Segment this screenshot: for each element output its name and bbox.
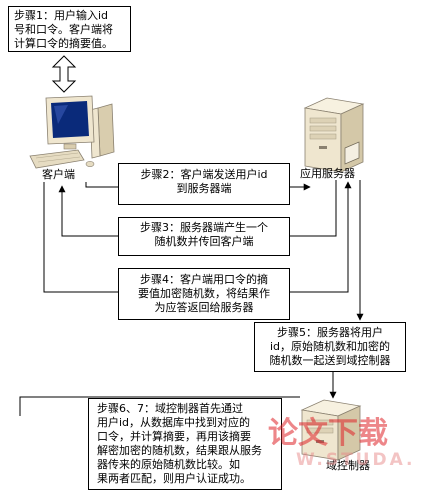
computer-icon [29, 95, 115, 169]
step4-line: 要值加密随机数，将结果作 [138, 287, 270, 300]
step67-line: 果两者匹配，则用户认证成功。 [97, 472, 251, 485]
step67-line: 器传来的原始随机数比较。如 [97, 458, 240, 471]
step2-line: 到服务器端 [176, 182, 232, 195]
step67-line: 用户id，从数据库中找到对应的 [97, 416, 251, 429]
step5-box: 步骤5：服务器将用户 id，原始随机数和加密的 随机数一起送到域控制器 [254, 322, 406, 372]
step1-line: 号和口令。客户端将 [14, 23, 113, 36]
step3-line: 随机数并传回客户端 [154, 235, 254, 248]
step5-line: 随机数一起送到域控制器 [269, 354, 391, 367]
step67-line: 步骤6、7：域控制器首先通过 [97, 402, 243, 415]
server-icon [300, 399, 362, 461]
step4-box: 步骤4：客户端用口令的摘 要值加密随机数，将结果作 为应答返回给服务器 [118, 268, 290, 320]
step2-box: 步骤2：客户端发送用户id 到服务器端 [118, 163, 290, 205]
step1-box: 步骤1：用户输入id 号和口令。客户端将 计算口令的摘要值。 [8, 6, 131, 52]
step1-line: 步骤1：用户输入id [14, 9, 109, 22]
step3-line: 步骤3：服务器端产生一个 [140, 221, 268, 234]
server-icon [303, 97, 365, 173]
step4-line: 步骤4：客户端用口令的摘 [140, 273, 268, 286]
step67-box: 步骤6、7：域控制器首先通过 用户id，从数据库中找到对应的 口令，并计算摘要，… [88, 398, 282, 490]
app-server-label: 应用服务器 [300, 167, 355, 180]
step3-box: 步骤3：服务器端产生一个 随机数并传回客户端 [118, 217, 290, 256]
double-arrow-icon [51, 55, 77, 93]
step67-line: 解密加密的随机数，结果跟从服务 [97, 444, 262, 457]
client-label: 客户端 [42, 168, 75, 181]
step5-line: id，原始随机数和加密的 [269, 340, 391, 353]
step67-line: 口令，并计算摘要，再用该摘要 [97, 430, 251, 443]
step1-line: 计算口令的摘要值。 [14, 37, 113, 50]
step4-line: 为应答返回给服务器 [154, 301, 254, 314]
domain-controller-label: 域控制器 [326, 459, 370, 472]
step5-line: 步骤5：服务器将用户 [277, 326, 383, 339]
bracket-step67 [19, 396, 300, 416]
step2-line: 步骤2：客户端发送用户id [140, 168, 268, 181]
